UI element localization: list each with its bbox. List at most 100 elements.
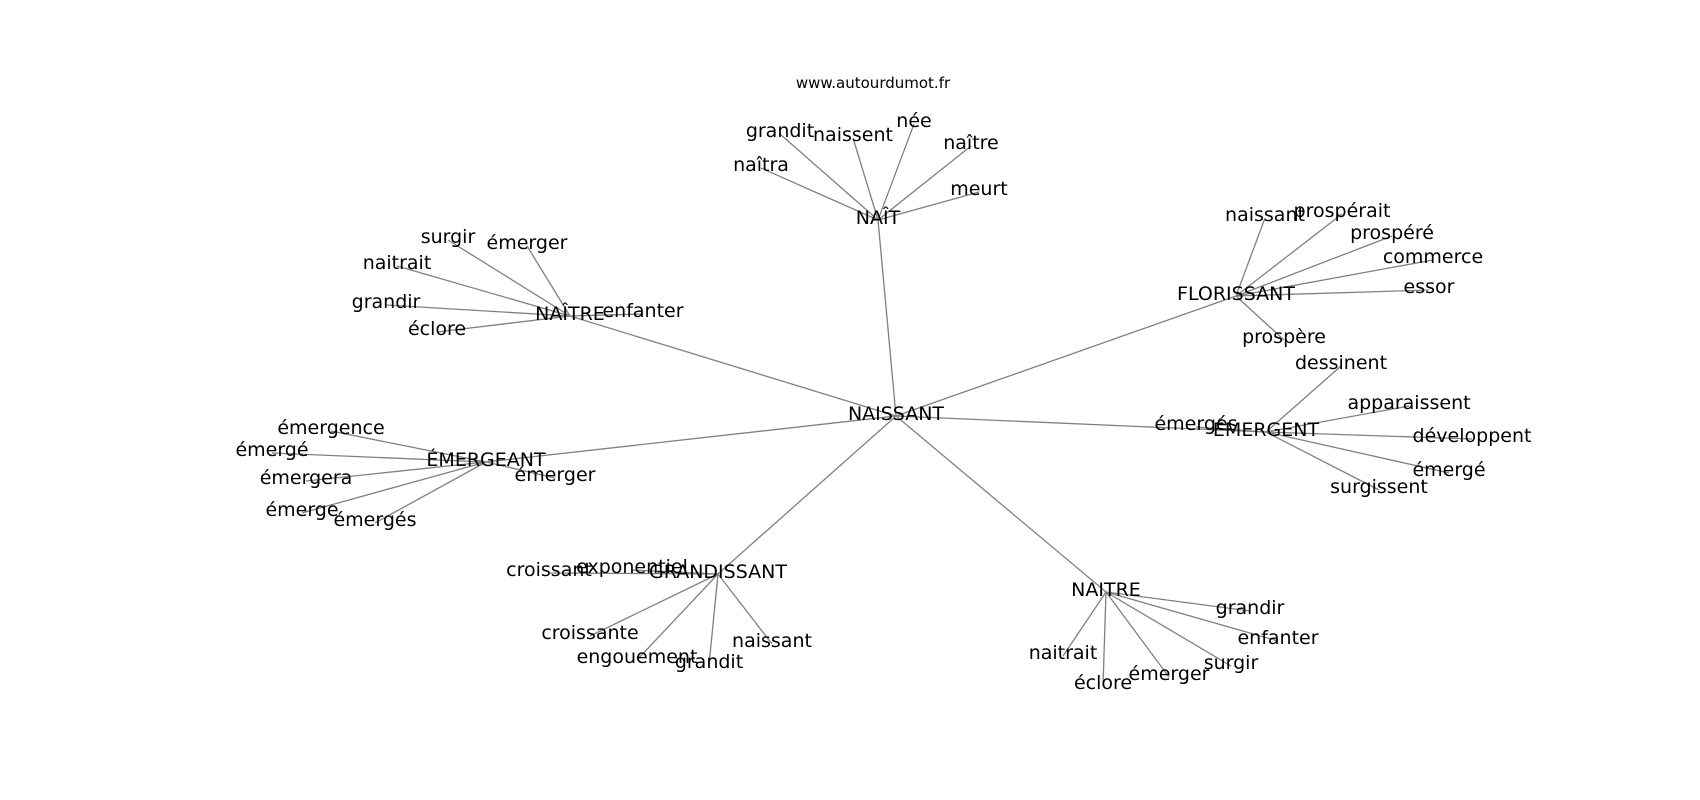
related-word: croissant bbox=[506, 559, 592, 581]
edge-emergeant-emergence bbox=[330, 430, 487, 463]
related-word: naissant bbox=[1225, 204, 1305, 226]
related-word: grandit bbox=[675, 651, 743, 673]
edge-grandissant-exponentiel bbox=[631, 569, 719, 575]
edge-florissant-essor bbox=[1235, 289, 1430, 297]
related-word: prospère bbox=[1242, 326, 1326, 348]
edge-emergeant-emerge bbox=[271, 452, 487, 463]
related-word: naitrait bbox=[1029, 642, 1098, 664]
edge-nait-naitre bbox=[877, 145, 972, 221]
root-word: NAISSANT bbox=[848, 403, 944, 425]
edge-naitre-eclore bbox=[1102, 591, 1107, 687]
edge-root-naitre bbox=[895, 415, 1107, 593]
hub-word: GRANDISSANT bbox=[649, 561, 787, 583]
related-word: émerger bbox=[487, 232, 568, 254]
edge-nait-grandit bbox=[779, 133, 879, 221]
edge-root-grandissant bbox=[717, 415, 897, 575]
edge-florissant-naissant bbox=[1235, 217, 1266, 297]
related-word: naissent bbox=[813, 124, 893, 146]
related-word: éclore bbox=[408, 318, 466, 340]
related-word: émergé bbox=[1412, 459, 1485, 481]
edge-florissant-commerce bbox=[1235, 259, 1434, 297]
source-label: www.autourdumot.fr bbox=[796, 74, 951, 92]
hub-word: FLORISSANT bbox=[1177, 283, 1295, 305]
edge-emergent-apparaissent bbox=[1265, 405, 1410, 433]
related-word: émerger bbox=[515, 464, 596, 486]
related-word: émergera bbox=[260, 467, 353, 489]
edge-root-emergent bbox=[895, 415, 1267, 433]
hub-word: NAÎT bbox=[856, 206, 901, 229]
related-word: grandit bbox=[746, 120, 814, 142]
edge-nait-naitra bbox=[760, 167, 879, 221]
edge-root-florissant bbox=[895, 295, 1237, 417]
related-word: surgir bbox=[421, 226, 476, 248]
related-word: essor bbox=[1404, 276, 1455, 298]
related-word: exponentiel bbox=[576, 556, 688, 578]
related-word: meurt bbox=[950, 178, 1008, 200]
edge-naitre-surgir bbox=[1105, 591, 1232, 667]
edge-florissant-prosperait bbox=[1235, 213, 1343, 297]
edge-naitre-grandir bbox=[1105, 591, 1251, 612]
edge-naitre-naitrait bbox=[1062, 591, 1107, 657]
edge-grandissant-croissante bbox=[589, 573, 719, 637]
hub-word: ÉMERGENT bbox=[1213, 418, 1320, 441]
related-word: commerce bbox=[1383, 246, 1483, 268]
edge-naitre-enfanter bbox=[1105, 591, 1279, 642]
hub-word: NAITRE bbox=[1071, 579, 1141, 601]
related-word: éclore bbox=[1074, 672, 1132, 694]
edge-grandissant-grandit bbox=[708, 573, 719, 666]
hub-word: ÉMERGEANT bbox=[426, 448, 546, 471]
related-word: grandir bbox=[352, 291, 421, 313]
edge-nait-naissent bbox=[852, 137, 879, 221]
edge-grandissant-naissant bbox=[717, 573, 773, 645]
edge-emergent-dessinent bbox=[1265, 365, 1342, 433]
related-word: naître bbox=[943, 132, 999, 154]
edge-grandissant-croissant bbox=[548, 572, 719, 575]
edge-naitre-emerger bbox=[526, 245, 571, 317]
edge-emergeant-emergera bbox=[305, 461, 487, 482]
graph-edges bbox=[271, 123, 1473, 687]
edge-root-emergeant bbox=[485, 415, 897, 463]
edge-florissant-prospere bbox=[1235, 295, 1285, 341]
edge-emergent-surgissent bbox=[1265, 431, 1380, 491]
related-word: naissant bbox=[732, 630, 812, 652]
related-word: enfanter bbox=[1237, 627, 1318, 649]
edge-root-nait bbox=[877, 219, 897, 417]
related-word: née bbox=[896, 110, 931, 132]
edge-naitre-grandir bbox=[385, 304, 571, 317]
related-word: émergence bbox=[277, 417, 384, 439]
related-word: grandir bbox=[1216, 597, 1285, 619]
related-word: enfanter bbox=[602, 300, 683, 322]
related-word: émerger bbox=[1129, 663, 1210, 685]
edge-emergeant-emerges bbox=[374, 461, 487, 524]
edge-emergeant-emerger bbox=[485, 461, 556, 479]
edge-emergeant-emerge bbox=[301, 461, 487, 514]
edge-emergent-developpent bbox=[1265, 431, 1473, 440]
related-word: émergés bbox=[333, 509, 416, 531]
related-word: prospérait bbox=[1294, 200, 1391, 222]
related-word: émerge bbox=[265, 499, 338, 521]
edge-nait-meurt bbox=[877, 191, 980, 221]
related-word: naîtra bbox=[733, 154, 789, 176]
related-word: prospéré bbox=[1350, 222, 1434, 244]
related-word: surgissent bbox=[1330, 476, 1428, 498]
edge-naitre-surgir bbox=[447, 239, 571, 317]
edge-naitre-naitrait bbox=[396, 265, 571, 317]
related-word: croissante bbox=[541, 622, 638, 644]
hub-word: NAÎTRE bbox=[535, 302, 605, 325]
edge-root-naitre-circ bbox=[569, 315, 897, 417]
edge-naitre-enfanter bbox=[569, 313, 644, 317]
related-word: surgir bbox=[1204, 652, 1259, 674]
edge-nait-nee bbox=[877, 123, 915, 221]
related-word: développent bbox=[1413, 425, 1532, 447]
edge-naitre-emerger bbox=[1105, 591, 1170, 678]
related-word: engouement bbox=[577, 646, 698, 668]
graph-labels: NAISSANTNAÎTgranditnaissentnéenaîtrenaît… bbox=[235, 110, 1531, 694]
edge-florissant-prospere bbox=[1235, 235, 1393, 297]
related-word: dessinent bbox=[1295, 352, 1387, 374]
related-word: émergé bbox=[235, 439, 308, 461]
edge-grandissant-engouement bbox=[636, 573, 719, 661]
edge-emergent-emerges bbox=[1195, 426, 1267, 433]
related-word: apparaissent bbox=[1347, 392, 1470, 414]
related-word: naitrait bbox=[363, 252, 432, 274]
